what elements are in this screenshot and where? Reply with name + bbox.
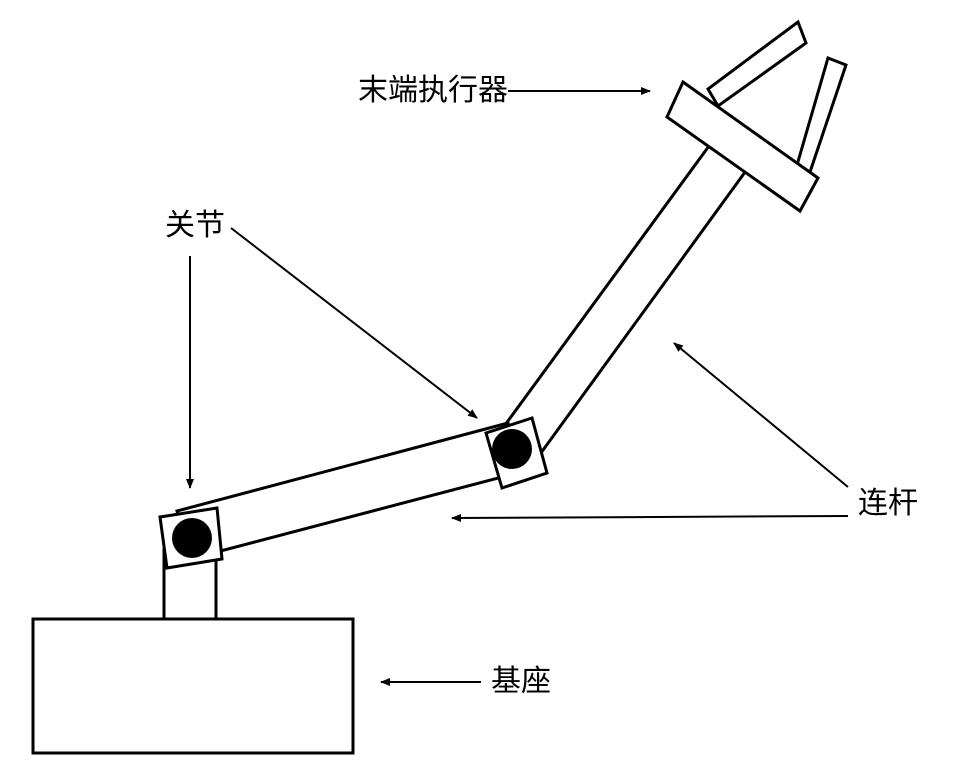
arrow-link-upper	[673, 342, 849, 488]
gripper-finger-right	[793, 56, 848, 181]
gripper-finger-left	[706, 19, 808, 109]
arrow-joint-elbow	[230, 227, 478, 419]
joint-pin-shoulder	[172, 518, 212, 558]
label-joint: 关节	[165, 208, 225, 243]
joint-pin-elbow	[492, 429, 532, 469]
link-upper	[494, 144, 751, 459]
end-effector	[665, 19, 848, 214]
label-end-effector: 末端执行器	[358, 73, 508, 108]
gripper-palm	[665, 79, 820, 214]
link-lower	[175, 421, 523, 561]
base-block	[31, 617, 355, 755]
label-link: 连杆	[858, 486, 918, 521]
label-base: 基座	[491, 664, 551, 699]
arrow-link-lower	[451, 513, 849, 522]
